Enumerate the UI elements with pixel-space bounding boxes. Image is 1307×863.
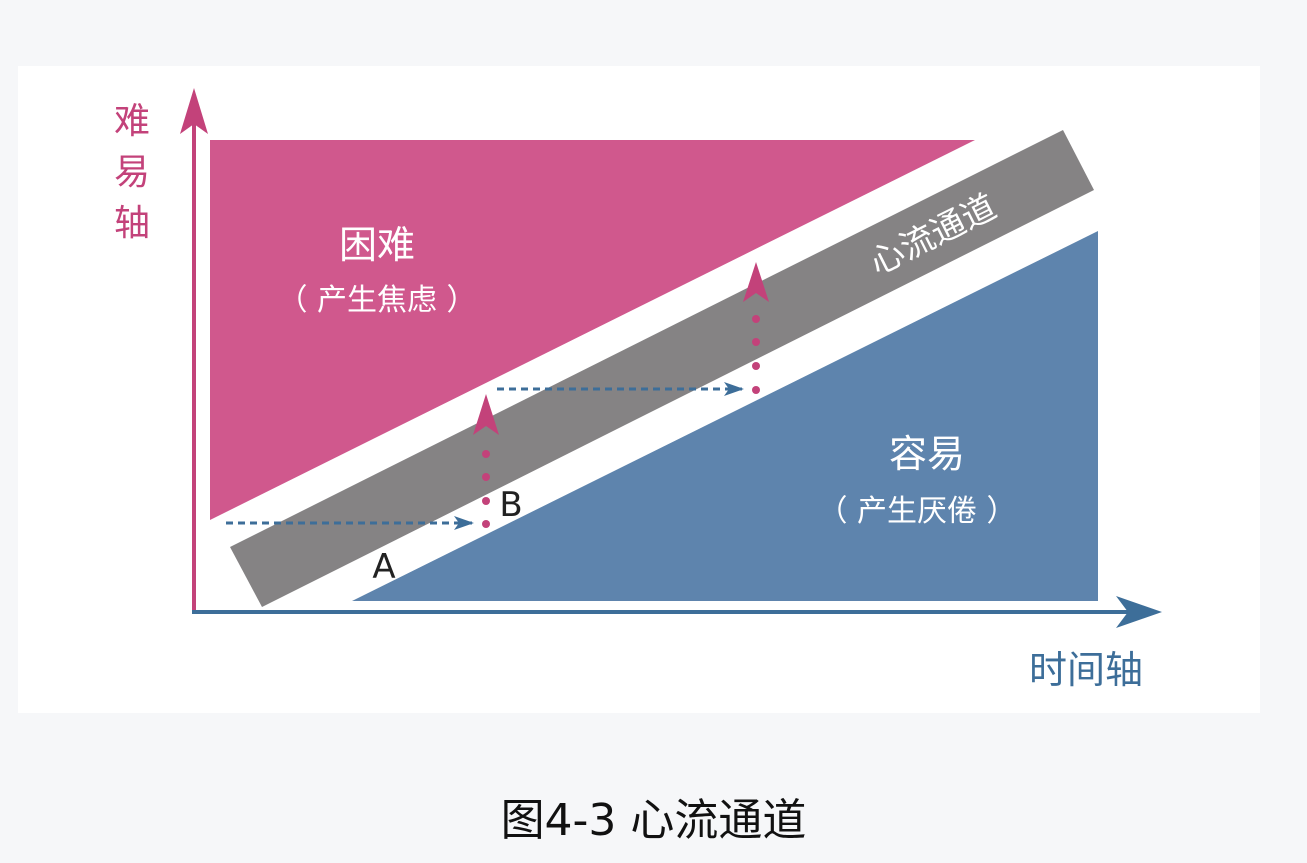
y-axis-arrowhead xyxy=(180,88,208,134)
easy-region-subtitle: （ 产生厌倦 ） xyxy=(817,494,1016,529)
point-label-b: B xyxy=(499,485,522,525)
hard-region-title: 困难 xyxy=(339,223,415,267)
easy-region-title: 容易 xyxy=(889,432,965,476)
hard-region-subtitle: （ 产生焦虑 ） xyxy=(277,283,476,318)
flow-channel-band xyxy=(230,130,1094,607)
x-axis-label: 时间轴 xyxy=(1029,648,1143,692)
path-segment-vertical-2 xyxy=(743,262,769,394)
y-axis-label-char-2: 易 xyxy=(114,152,150,193)
x-axis-arrowhead xyxy=(1116,596,1162,628)
y-axis-label-char-1: 难 xyxy=(114,101,150,142)
easy-region xyxy=(352,231,1098,601)
point-label-a: A xyxy=(372,547,395,587)
path-segment-vertical-1 xyxy=(473,394,499,528)
figure-caption: 图4-3 心流通道 xyxy=(500,795,807,846)
y-axis-label-char-3: 轴 xyxy=(114,203,150,244)
hard-region xyxy=(210,140,975,520)
